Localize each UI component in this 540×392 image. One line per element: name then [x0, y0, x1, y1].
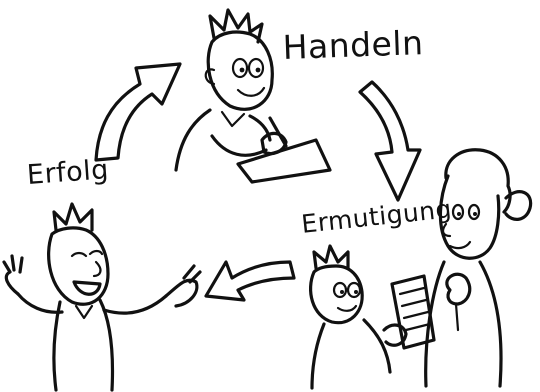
- arrow-action-to-encouragement: [360, 82, 420, 200]
- label-action: Handeln: [282, 23, 424, 67]
- person-child: [311, 246, 434, 388]
- person-celebrating: [4, 204, 200, 390]
- person-encouraging: [426, 150, 531, 386]
- arrow-success-to-action: [96, 64, 180, 160]
- label-success: Erfolg: [26, 154, 110, 191]
- arrow-encouragement-to-success: [206, 262, 294, 300]
